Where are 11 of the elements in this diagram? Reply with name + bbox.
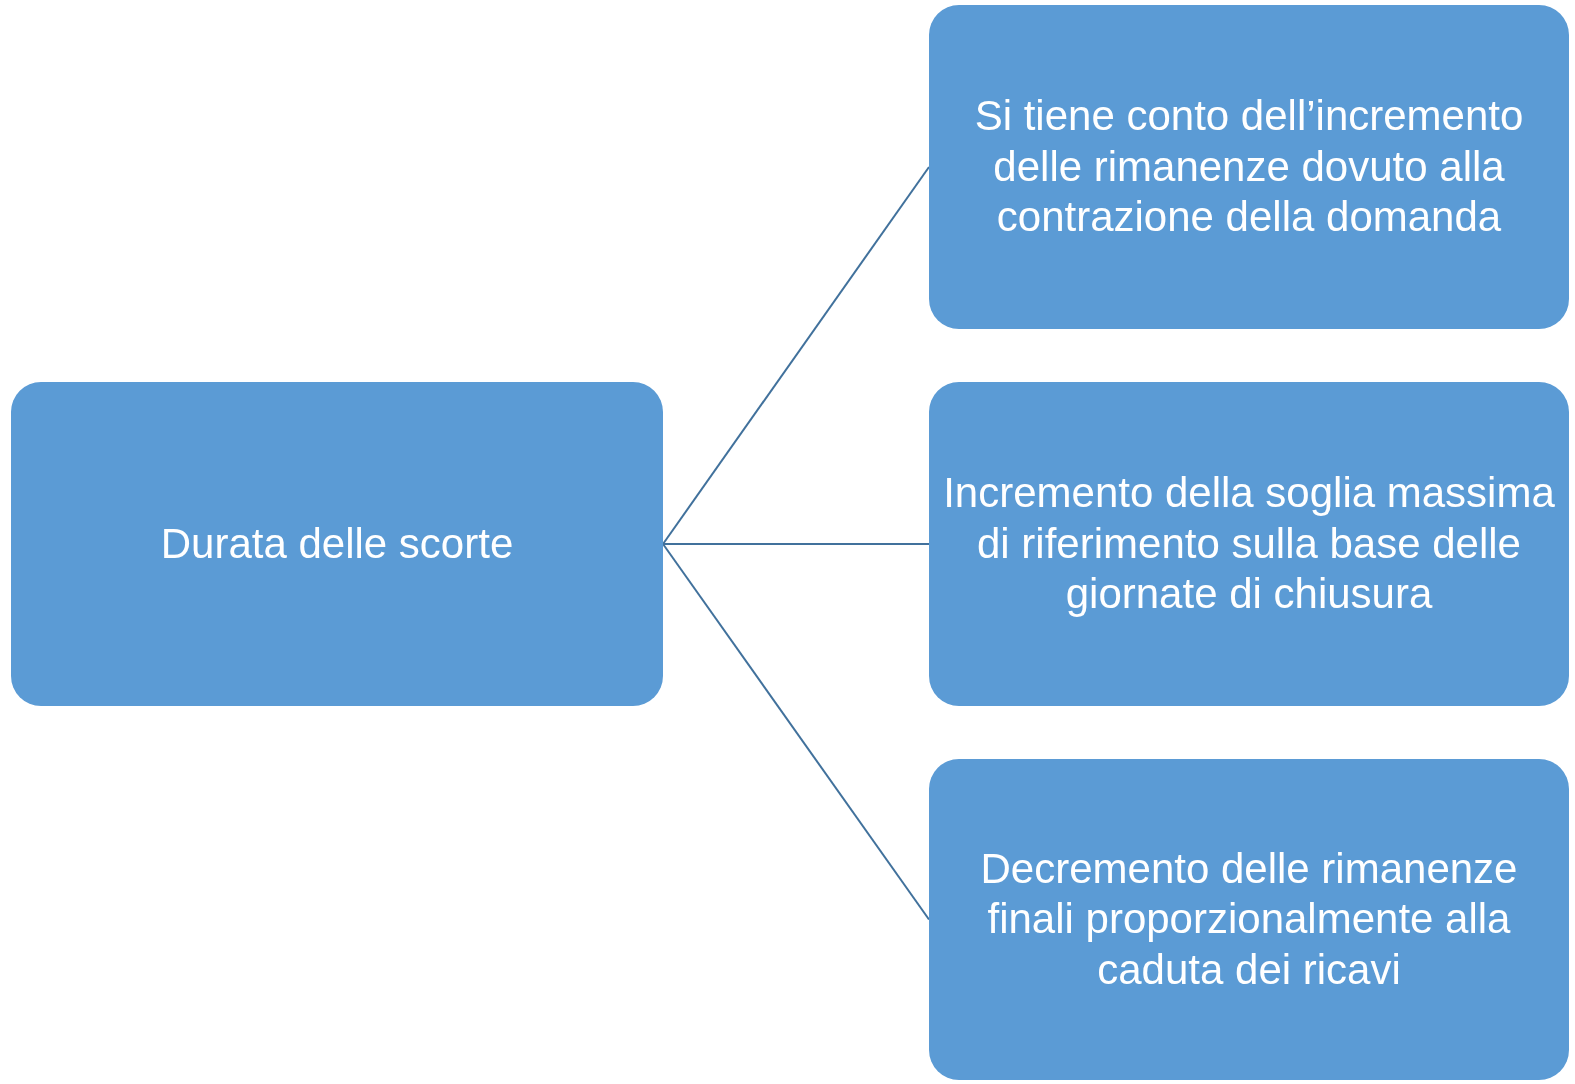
box-text: Decremento delle rimanenze finali proporzionalmente alla caduta dei ricavi (979, 843, 1519, 995)
connector-line (662, 166, 930, 545)
box-text: Si tiene conto dell’incremento delle rimanenze dovuto alla contrazione della domanda (973, 91, 1525, 243)
connector-line (662, 543, 930, 921)
box-text: Durata delle scorte (160, 518, 514, 569)
topic-box (929, 382, 1569, 706)
topic-box (929, 5, 1569, 329)
topic-box (929, 759, 1569, 1080)
connector-line (662, 543, 930, 545)
box-text: Incremento della soglia massima di riferimento sulla base delle giornate di chiusura (943, 468, 1555, 620)
topic-box (11, 382, 663, 706)
